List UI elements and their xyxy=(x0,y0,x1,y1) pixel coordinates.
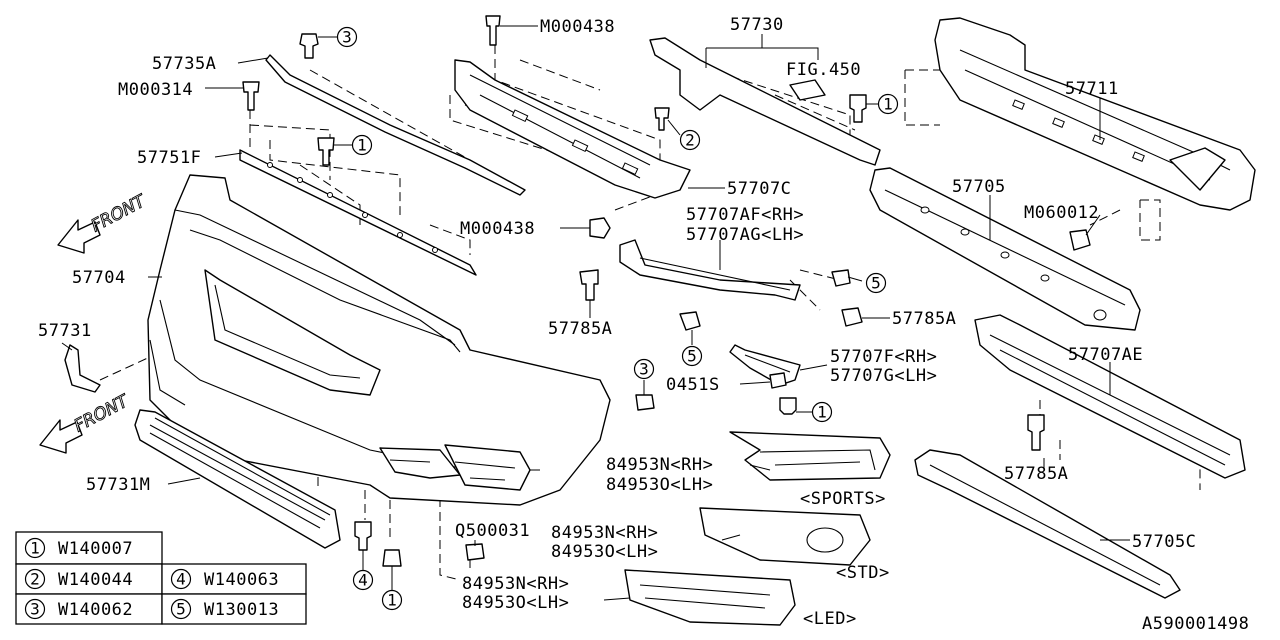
label-57785A-right: 57785A xyxy=(892,309,956,329)
callout: 1 xyxy=(811,401,833,423)
leader-lines xyxy=(61,25,1130,601)
label-84953N-sports: 84953N<RH> xyxy=(606,455,713,475)
part-fog-cover-led xyxy=(624,569,796,626)
callout: 1 xyxy=(381,589,403,611)
front-arrow-lower: FRONT xyxy=(39,390,133,454)
label-57731M: 57731M xyxy=(86,475,150,495)
svg-text:3: 3 xyxy=(342,28,352,47)
fastener-legend: 1 W140007 2 W140044 3 W140062 4 W140063 … xyxy=(15,531,307,625)
part-labels: 57735A M000314 57751F 57704 57731 57731M… xyxy=(38,15,1196,629)
svg-text:1: 1 xyxy=(387,591,397,610)
svg-text:5: 5 xyxy=(687,347,697,366)
part-57731-shape xyxy=(64,344,101,393)
callout: 2 xyxy=(679,129,701,151)
label-variant-sports: <SPORTS> xyxy=(800,489,886,509)
svg-text:3: 3 xyxy=(30,600,40,619)
part-57735A-shape xyxy=(265,54,526,196)
label-57707AF: 57707AF<RH> xyxy=(686,205,804,225)
svg-text:1: 1 xyxy=(817,403,827,422)
legend-row-4: 4 W140063 xyxy=(170,568,279,590)
legend-row-2: 2 W140044 xyxy=(24,568,133,590)
label-57785A-lower: 57785A xyxy=(1004,464,1068,484)
label-0451S: 0451S xyxy=(666,375,720,395)
label-84953O-std: 84953O<LH> xyxy=(551,542,658,562)
callout: 3 xyxy=(336,26,358,48)
svg-text:2: 2 xyxy=(685,131,695,150)
part-57711-beam xyxy=(934,17,1256,211)
label-57705C: 57705C xyxy=(1132,532,1196,552)
svg-text:1: 1 xyxy=(30,539,40,558)
label-57735A: 57735A xyxy=(152,54,216,74)
callouts: 3 1 1 2 1 5 5 3 1 4 xyxy=(336,26,899,611)
label-57707F: 57707F<RH> xyxy=(830,347,937,367)
legend-part-2: W140044 xyxy=(58,570,133,590)
callout: 3 xyxy=(633,358,655,380)
svg-text:4: 4 xyxy=(358,571,368,590)
label-Q500031: Q500031 xyxy=(455,521,530,541)
front-arrow-upper: FRONT xyxy=(57,190,150,254)
part-fog-cover-sports xyxy=(729,431,891,481)
svg-text:2: 2 xyxy=(30,570,40,589)
label-57730: 57730 xyxy=(730,15,784,35)
part-57730-bracket xyxy=(649,37,881,166)
label-FIG450: FIG.450 xyxy=(786,60,861,80)
front-label-lower: FRONT xyxy=(71,391,133,437)
callout: 1 xyxy=(351,134,373,156)
label-84953O-sports: 84953O<LH> xyxy=(606,475,713,495)
callout: 4 xyxy=(352,569,374,591)
svg-text:3: 3 xyxy=(639,360,649,379)
part-57707F-bracket xyxy=(729,344,801,386)
svg-text:1: 1 xyxy=(883,95,893,114)
label-M000438-top: M000438 xyxy=(540,17,615,37)
part-57707C-reinforcement xyxy=(454,59,691,199)
label-57705: 57705 xyxy=(952,177,1006,197)
part-fog-cover-std xyxy=(699,507,871,566)
part-57705-absorber xyxy=(869,167,1141,331)
legend-part-3: W140062 xyxy=(58,600,133,620)
legend-part-1: W140007 xyxy=(58,539,133,559)
label-84953N-std: 84953N<RH> xyxy=(551,523,658,543)
part-57705C-lower-absorber xyxy=(914,449,1181,599)
callout: 1 xyxy=(877,93,899,115)
legend-row-5: 5 W130013 xyxy=(170,598,279,620)
part-57731M-lower-grille xyxy=(134,409,341,549)
label-57751F: 57751F xyxy=(137,148,201,168)
callout: 5 xyxy=(681,345,703,367)
label-57711: 57711 xyxy=(1065,79,1119,99)
label-57707AE: 57707AE xyxy=(1068,345,1143,365)
front-label-upper: FRONT xyxy=(88,191,150,237)
label-M000438-mid: M000438 xyxy=(460,219,535,239)
legend-row-1: 1 W140007 xyxy=(24,537,133,559)
fasteners xyxy=(242,15,1091,567)
diagram-id: A590001498 xyxy=(1142,614,1249,634)
label-57707G: 57707G<LH> xyxy=(830,366,937,386)
part-57704-bumper-cover xyxy=(147,174,611,506)
legend-part-5: W130013 xyxy=(204,600,279,620)
label-57785A-left: 57785A xyxy=(548,319,612,339)
label-57707AG: 57707AG<LH> xyxy=(686,225,804,245)
svg-text:5: 5 xyxy=(176,600,186,619)
label-variant-led: <LED> xyxy=(803,609,857,629)
label-84953N-led: 84953N<RH> xyxy=(462,574,569,594)
label-57704: 57704 xyxy=(72,268,126,288)
svg-text:5: 5 xyxy=(871,274,881,293)
legend-row-3: 3 W140062 xyxy=(24,598,133,620)
callout: 5 xyxy=(865,272,887,294)
part-57751F-clips xyxy=(267,162,438,253)
label-57731: 57731 xyxy=(38,321,92,341)
label-57707C: 57707C xyxy=(727,179,791,199)
part-57707AE-lower-beam xyxy=(974,314,1246,479)
legend-part-4: W140063 xyxy=(204,570,279,590)
label-variant-std: <STD> xyxy=(836,563,890,583)
svg-text:4: 4 xyxy=(176,570,186,589)
label-84953O-led: 84953O<LH> xyxy=(462,593,569,613)
label-M060012: M060012 xyxy=(1024,203,1099,223)
svg-text:1: 1 xyxy=(357,136,367,155)
part-57707AF-bracket xyxy=(619,239,801,301)
label-M000314: M000314 xyxy=(118,80,193,100)
